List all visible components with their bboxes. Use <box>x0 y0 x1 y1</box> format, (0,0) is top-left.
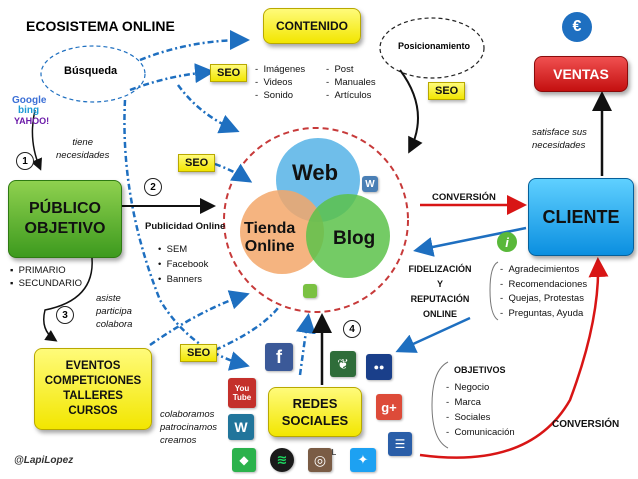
step-3-badge: 3 <box>56 306 74 324</box>
venn-blog-label: Blog <box>333 228 376 249</box>
fidelizacion-items-list: - Agradecimientos - Recomendaciones - Qu… <box>500 264 588 319</box>
busqueda-ellipse <box>40 45 146 103</box>
publicidad-online-label: Publicidad Online <box>145 221 226 232</box>
colaboramos-label: colaboramos patrocinamos creamos <box>160 409 218 446</box>
seo-label-right: SEO <box>428 82 466 100</box>
eventos-to-circle <box>149 290 250 347</box>
tiene-arrow <box>30 109 42 171</box>
ventas-node: VENTAS <box>534 56 628 92</box>
seo-bottom-to-circle <box>214 307 279 352</box>
author-label: @LapiLopez <box>14 455 74 466</box>
seo-top-to-circle <box>176 84 240 134</box>
diagram-title: ECOSISTEMA ONLINE <box>26 18 175 34</box>
venn-blog-circle <box>306 194 390 278</box>
googleplus-icon: g+ <box>376 394 402 420</box>
conversion-top-label: CONVERSIÓN <box>432 192 496 203</box>
satisface-label: satisface sus necesidades <box>532 127 587 151</box>
objetivos-items-list: - Negocio - Marca - Sociales - Comunicac… <box>446 382 515 438</box>
fidelizacion-to-redes <box>395 316 471 353</box>
posicionamiento-label: Posicionamiento <box>398 41 471 51</box>
posicionamiento-to-blog <box>399 69 423 154</box>
seo-label-middle: SEO <box>178 154 216 172</box>
seo-label-bottom: SEO <box>180 344 218 362</box>
step-2-badge: 2 <box>144 178 162 196</box>
busqueda-to-seo <box>129 63 215 92</box>
evernote-icon: ❦ <box>330 351 356 377</box>
instagram-icon: ◎ <box>308 448 332 472</box>
posicionamiento-ellipse <box>379 17 485 79</box>
feedly-icon: ◆ <box>232 448 256 472</box>
busqueda-to-contenido <box>139 30 250 62</box>
redes-sociales-node: REDES SOCIALES <box>268 387 362 437</box>
step-1-badge: 1 <box>16 152 34 170</box>
spotify-icon: ≋ <box>270 448 294 472</box>
tiene-necesidades-label: tiene necesidades <box>56 137 110 161</box>
eventos-node: EVENTOS COMPETICIONES TALLERES CURSOS <box>34 348 152 430</box>
youtube-icon: You Tube <box>228 378 256 408</box>
wordpress-icon: W <box>228 414 254 440</box>
info-icon: i <box>497 232 517 252</box>
search-engines-logo: Google bing YAHOO! <box>12 95 50 127</box>
euro-icon: € <box>562 12 592 42</box>
venn-web-label: Web <box>292 160 339 185</box>
publico-types-list: ▪ PRIMARIO ▪ SECUNDARIO <box>10 265 82 289</box>
seo-mid-to-circle <box>214 162 253 183</box>
publico-objetivo-node: PÚBLICO OBJETIVO <box>8 180 122 258</box>
step-4-badge: 4 <box>343 320 361 338</box>
cliente-node: CLIENTE <box>528 178 634 256</box>
content-types-col1: - Imágenes - Videos - Sonido <box>255 64 306 101</box>
wordpress-small-icon: W <box>362 176 378 192</box>
publico-to-eventos <box>43 257 93 342</box>
publicidad-items-list: • SEM • Facebook • Banners <box>158 244 209 285</box>
venn-tienda-label: Tienda Online <box>244 220 296 255</box>
objetivos-title: OBJETIVOS <box>454 365 506 375</box>
asiste-label: asiste participa colabora <box>96 293 133 330</box>
content-types-col2: - Post - Manuales - Artículos <box>326 64 376 101</box>
fidelizacion-label: FIDELIZACIÓN Y REPUTACIÓN ONLINE <box>408 264 472 319</box>
seo-label-top: SEO <box>210 64 248 82</box>
objetivos-bracket <box>431 361 449 449</box>
venn-tienda-circle <box>240 190 324 274</box>
fidelizacion-bracket <box>489 261 499 321</box>
shopping-bag-icon <box>303 284 317 298</box>
contenido-node: CONTENIDO <box>263 8 361 44</box>
flickr-icon: ●● <box>366 354 392 380</box>
busqueda-label: Búsqueda <box>64 65 118 77</box>
conversion-bottom-label: CONVERSIÓN <box>552 419 620 430</box>
cliente-to-circle <box>413 226 527 257</box>
ecosystem-dashed-circle <box>223 127 409 313</box>
twitter-icon: ✦ <box>350 448 376 472</box>
redes-to-circle <box>295 313 316 376</box>
facebook-icon: f <box>265 343 293 371</box>
conversion-bottom-arrow <box>419 257 609 459</box>
messages-icon: ☰ <box>388 432 412 456</box>
